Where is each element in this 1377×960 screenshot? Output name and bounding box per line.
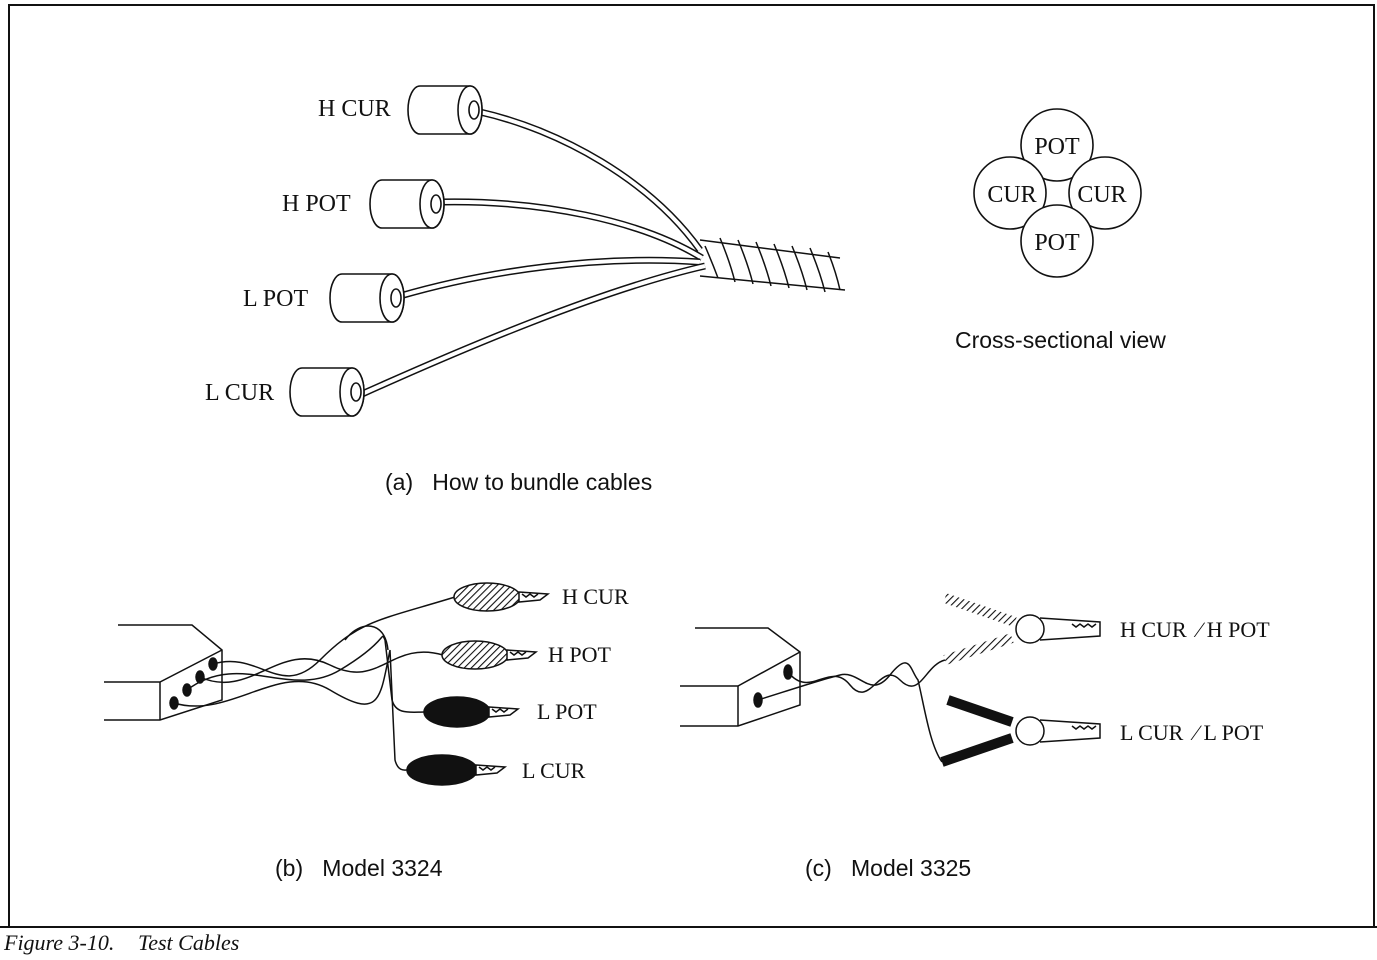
label-a-l-pot: L POT bbox=[243, 286, 308, 312]
label-a-l-cur: L CUR bbox=[205, 380, 274, 406]
cross-section-caption: Cross-sectional view bbox=[955, 327, 1166, 353]
wire-l-cur bbox=[360, 262, 706, 398]
cross-section-top bbox=[1020, 108, 1094, 182]
figure-title: Test Cables bbox=[138, 930, 240, 955]
wire-h-cur bbox=[479, 108, 703, 253]
wire-l-pot bbox=[399, 256, 701, 300]
cross-section-left-label: CUR bbox=[987, 182, 1036, 208]
connector-h-pot bbox=[369, 179, 445, 229]
panel-b-caption: (b) Model 3324 bbox=[275, 855, 443, 881]
diagram-canvas: H CUR H POT L POT L CUR POT CUR CUR POT … bbox=[104, 85, 1270, 881]
clip-b-h-pot bbox=[441, 640, 539, 670]
panel-c-model-3325 bbox=[680, 593, 1101, 767]
label-b-h-pot: H POT bbox=[548, 642, 612, 667]
clip-b-l-pot bbox=[423, 696, 521, 728]
figure-frame bbox=[8, 4, 1375, 926]
label-c-high: H CUR ∕ H POT bbox=[1120, 617, 1270, 642]
panel-a-bundle bbox=[289, 85, 846, 417]
connector-h-cur bbox=[407, 85, 483, 135]
label-b-l-cur: L CUR bbox=[522, 758, 586, 783]
panel-c-caption: (c) Model 3325 bbox=[805, 855, 971, 881]
connector-l-pot bbox=[329, 273, 405, 323]
clip-b-h-cur bbox=[453, 582, 551, 612]
connector-l-cur bbox=[289, 367, 365, 417]
figure-number: Figure 3-10. bbox=[4, 930, 115, 955]
instrument-box-3325 bbox=[680, 627, 801, 727]
label-c-low: L CUR ∕ L POT bbox=[1120, 720, 1264, 745]
cross-section-bottom-label: POT bbox=[1034, 230, 1080, 256]
label-a-h-pot: H POT bbox=[282, 191, 351, 217]
panel-b-model-3324 bbox=[104, 596, 456, 771]
wire-h-pot bbox=[439, 198, 704, 261]
cross-section-left bbox=[973, 156, 1047, 230]
cross-section-bottom bbox=[1020, 204, 1094, 278]
figure-caption: Figure 3-10. Test Cables bbox=[0, 926, 1377, 960]
cross-section bbox=[973, 108, 1142, 278]
twisted-bundle bbox=[699, 237, 846, 293]
cross-section-right-label: CUR bbox=[1077, 182, 1126, 208]
cross-section-top-label: POT bbox=[1034, 134, 1080, 160]
clip-b-l-cur bbox=[406, 754, 508, 786]
cross-section-right bbox=[1068, 156, 1142, 230]
label-b-h-cur: H CUR bbox=[562, 584, 629, 609]
panel-a-caption: (a) How to bundle cables bbox=[385, 469, 652, 495]
label-a-h-cur: H CUR bbox=[318, 96, 391, 122]
label-b-l-pot: L POT bbox=[537, 699, 597, 724]
